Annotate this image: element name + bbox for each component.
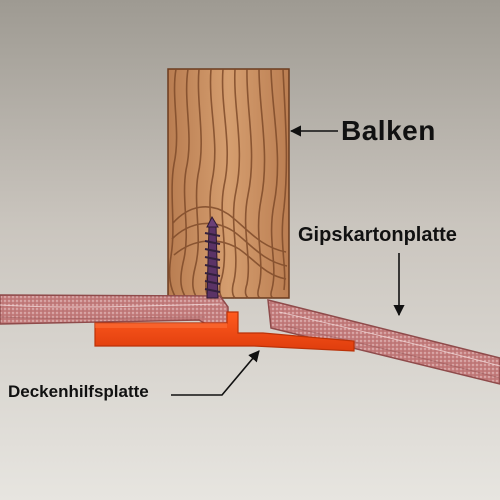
beam-label: Balken bbox=[341, 115, 436, 146]
wood-beam bbox=[167, 68, 290, 299]
support-arrow bbox=[171, 350, 260, 396]
support-plate-label: Deckenhilfsplatte bbox=[8, 382, 149, 401]
drywall-panel-left bbox=[0, 294, 229, 325]
drywall-panel-right bbox=[267, 299, 500, 385]
drywall-label: Gipskartonplatte bbox=[298, 224, 457, 246]
wood-grain bbox=[168, 68, 288, 299]
arrow-icon bbox=[171, 125, 405, 396]
ceiling-support-plate bbox=[94, 311, 355, 352]
screw-icon bbox=[204, 215, 221, 299]
